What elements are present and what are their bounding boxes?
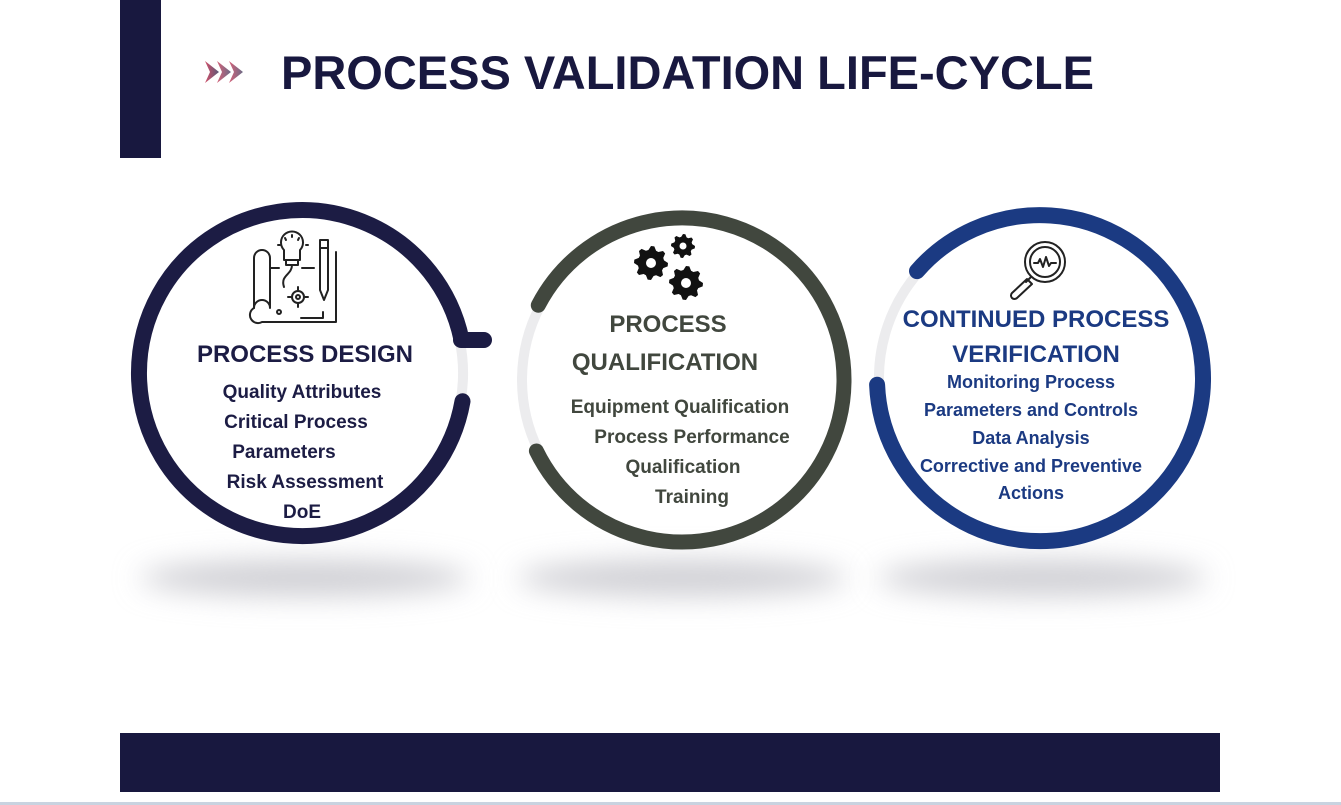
qualification-ring-gap: [517, 303, 545, 453]
stage-item: Parameters: [232, 442, 336, 463]
triple-chevron-right-icon: [205, 61, 243, 83]
stage-item: Parameters and Controls: [924, 400, 1138, 420]
stage-process-design: PROCESS DESIGN Quality Attributes Critic…: [197, 341, 413, 523]
verification-ring-gap: [874, 269, 923, 385]
gear-hole: [679, 242, 687, 250]
magnifier-pulse-icon: [1009, 241, 1066, 301]
stage-item: Risk Assessment: [227, 472, 384, 493]
stage-item: Process Performance: [594, 427, 789, 448]
stage-item: Critical Process: [224, 412, 368, 433]
page-title: PROCESS VALIDATION LIFE-CYCLE: [281, 46, 1094, 99]
stage-continued-process-verification: CONTINUED PROCESS VERIFICATION Monitorin…: [903, 306, 1170, 503]
gear-hole: [646, 258, 656, 268]
stage-title: PROCESS: [609, 311, 726, 338]
stage-title: QUALIFICATION: [572, 349, 758, 376]
footer-bar: [120, 733, 1220, 792]
stage-title: VERIFICATION: [952, 341, 1120, 368]
stage-title: PROCESS DESIGN: [197, 341, 413, 368]
stage-item: Monitoring Process: [947, 372, 1115, 392]
stage-item: Qualification: [625, 457, 740, 478]
qualification-ring: [528, 210, 852, 550]
design-ring-gap: [454, 338, 469, 402]
blueprint-idea-icon: [248, 230, 337, 325]
design-ring: [130, 202, 471, 544]
shadow: [877, 560, 1207, 596]
gears-icon: [634, 234, 703, 300]
shadow: [517, 560, 847, 596]
header-accent-bar: [120, 0, 161, 158]
stage-item: Actions: [998, 483, 1064, 503]
stage-title: CONTINUED PROCESS: [903, 306, 1170, 333]
stage-item: Quality Attributes: [223, 382, 382, 403]
verification-ring: [869, 207, 1211, 550]
stage-item: Data Analysis: [972, 428, 1089, 448]
gear-hole: [681, 278, 691, 288]
stage-item: Corrective and Preventive: [920, 456, 1142, 476]
stage-process-qualification: PROCESS QUALIFICATION Equipment Qualific…: [571, 311, 790, 508]
shadow: [140, 560, 470, 596]
stage-item: DoE: [283, 502, 321, 523]
stage-item: Training: [655, 487, 729, 508]
bottom-divider: [0, 802, 1341, 805]
stage-item: Equipment Qualification: [571, 397, 790, 418]
